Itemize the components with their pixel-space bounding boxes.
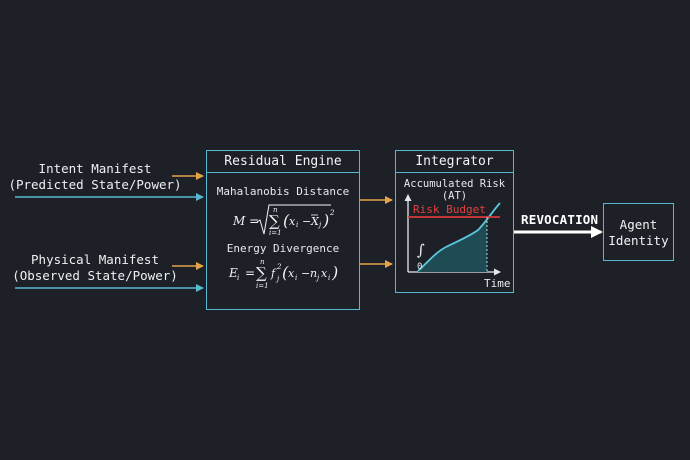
agent-identity-box: Agent Identity [603, 203, 674, 261]
svg-text:2: 2 [329, 209, 335, 217]
energy-formula-graphic: E i = n ∑ i=1 f 2 j ( x i − n j x i ) [228, 258, 338, 290]
physical-manifest-title: Physical Manifest [31, 252, 159, 267]
svg-text:i: i [328, 274, 330, 282]
svg-text:n: n [273, 206, 278, 214]
svg-text:x: x [288, 267, 295, 280]
svg-text:i: i [295, 274, 297, 282]
svg-text:−: − [302, 215, 311, 228]
energy-eq: = [245, 266, 255, 280]
svg-text:∑: ∑ [256, 264, 267, 282]
energy-lhs: E [228, 266, 238, 280]
svg-text:j: j [275, 275, 280, 283]
svg-text:): ) [322, 211, 329, 230]
physical-manifest-label: Physical Manifest (Observed State/Power) [4, 252, 186, 284]
residual-engine-box: Residual Engine Mahalanobis Distance M =… [206, 150, 360, 310]
time-axis-label: Time [484, 277, 511, 290]
agent-identity-label: Agent Identity [604, 217, 673, 249]
revocation-label: REVOCATION [521, 212, 599, 227]
svg-text:j: j [315, 274, 320, 282]
svg-text:x: x [321, 267, 328, 280]
integrator-box: Integrator Accumulated Risk (AT) Risk Bu… [395, 150, 514, 293]
svg-text:2: 2 [276, 263, 282, 271]
svg-text:i=1: i=1 [256, 282, 269, 290]
residual-engine-title: Residual Engine [207, 151, 359, 173]
svg-text:i=1: i=1 [269, 229, 282, 237]
svg-text:(: ( [282, 263, 289, 282]
accumulated-risk-label: Accumulated Risk (AT) [403, 178, 506, 202]
integrator-title: Integrator [396, 151, 513, 173]
mahalanobis-label: Mahalanobis Distance [216, 185, 350, 198]
accumulated-risk-area [418, 218, 487, 272]
svg-text:n: n [260, 258, 265, 266]
svg-text:f: f [270, 267, 277, 280]
intent-manifest-subtitle: (Predicted State/Power) [8, 177, 182, 192]
svg-text:x: x [289, 215, 296, 228]
agent-label: Agent [619, 217, 658, 232]
svg-text:): ) [331, 263, 338, 282]
mahalanobis-lhs: M = [232, 214, 259, 228]
svg-text:i: i [296, 221, 298, 229]
integrator-chart: ∫ [404, 194, 501, 276]
svg-text:∑: ∑ [269, 212, 280, 230]
intent-manifest-label: Intent Manifest (Predicted State/Power) [6, 161, 184, 193]
physical-manifest-subtitle: (Observed State/Power) [12, 268, 178, 283]
svg-text:j: j [317, 221, 322, 229]
svg-text:X: X [310, 215, 320, 228]
energy-formula: E i = n ∑ i=1 f 2 j ( x i − n j x i ) [207, 255, 359, 293]
energy-divergence-label: Energy Divergence [226, 242, 340, 255]
mahalanobis-formula-graphic: M = n ∑ i=1 ( x i − X j ) 2 [232, 204, 335, 237]
identity-label: Identity [608, 233, 669, 248]
mahalanobis-formula: M = n ∑ i=1 ( x i − X j ) 2 [207, 201, 359, 239]
origin-label: 0 [417, 262, 423, 272]
svg-text:−: − [301, 267, 310, 280]
integral-sign-icon: ∫ [417, 241, 425, 259]
svg-text:n: n [310, 267, 317, 280]
energy-lhs-sub: i [237, 274, 239, 282]
svg-text:(: ( [283, 211, 290, 230]
risk-budget-label: Risk Budget [413, 203, 486, 216]
intent-manifest-title: Intent Manifest [38, 161, 152, 176]
